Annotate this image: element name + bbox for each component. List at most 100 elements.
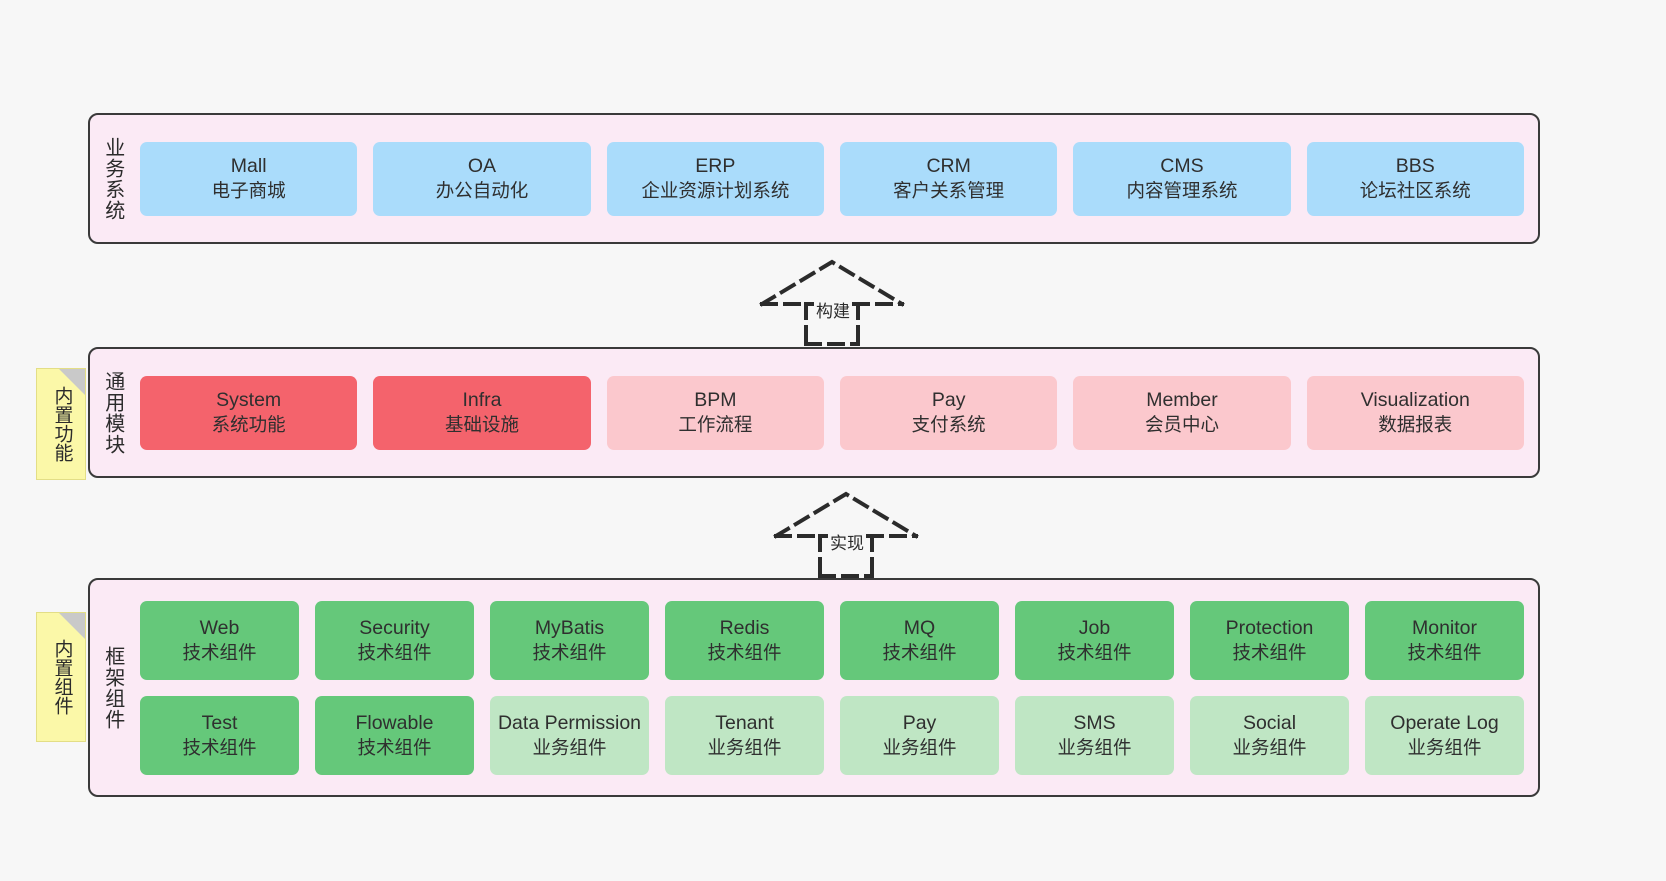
card-redis-desc: 技术组件 — [707, 641, 782, 663]
card-protection-name: Protection — [1225, 616, 1314, 639]
card-pay-component[interactable]: Pay 业务组件 — [840, 695, 999, 775]
card-infra-name: Infra — [462, 389, 502, 412]
card-bbs-desc: 论坛社区系统 — [1359, 180, 1471, 202]
card-oa-name: OA — [467, 155, 497, 178]
card-pay-module[interactable]: Pay 支付系统 — [839, 375, 1058, 450]
framework-row-technical: Web 技术组件 Security 技术组件 MyBatis 技术组件 Redi… — [140, 600, 1524, 680]
connector-implement: 实现 — [758, 488, 938, 578]
card-sms-desc: 业务组件 — [1057, 736, 1132, 758]
card-web-name: Web — [199, 616, 240, 639]
business-system-card-group: Mall 电子商城 OA 办公自动化 ERP 企业资源计划系统 CRM 客户关系… — [134, 115, 1538, 242]
card-member[interactable]: Member 会员中心 — [1073, 375, 1291, 450]
card-mq[interactable]: MQ 技术组件 — [840, 600, 999, 680]
card-operate-log-desc: 业务组件 — [1407, 736, 1482, 758]
card-system-name: System — [216, 389, 282, 412]
card-system-desc: 系统功能 — [211, 414, 286, 436]
card-web-desc: 技术组件 — [182, 641, 257, 663]
general-module-row: System 系统功能 Infra 基础设施 BPM 工作流程 Pay 支付系统… — [140, 375, 1524, 450]
card-erp[interactable]: ERP 企业资源计划系统 — [606, 141, 824, 216]
card-flowable[interactable]: Flowable 技术组件 — [315, 695, 474, 775]
card-tenant-name: Tenant — [715, 711, 774, 734]
card-monitor[interactable]: Monitor 技术组件 — [1365, 600, 1524, 680]
framework-card-group: Web 技术组件 Security 技术组件 MyBatis 技术组件 Redi… — [134, 580, 1538, 795]
card-tenant-desc: 业务组件 — [707, 736, 782, 758]
card-visualization[interactable]: Visualization 数据报表 — [1306, 375, 1524, 450]
card-erp-name: ERP — [695, 155, 736, 178]
card-member-desc: 会员中心 — [1144, 414, 1219, 436]
card-web[interactable]: Web 技术组件 — [140, 600, 299, 680]
card-test-desc: 技术组件 — [182, 736, 257, 758]
card-bpm-name: BPM — [694, 389, 737, 412]
card-crm-name: CRM — [926, 155, 971, 178]
card-sms[interactable]: SMS 业务组件 — [1015, 695, 1174, 775]
card-infra-desc: 基础设施 — [444, 414, 519, 436]
card-system[interactable]: System 系统功能 — [140, 375, 358, 450]
card-pay-module-name: Pay — [931, 389, 966, 412]
card-bpm-desc: 工作流程 — [678, 414, 753, 436]
card-operate-log[interactable]: Operate Log 业务组件 — [1365, 695, 1524, 775]
card-pay-module-desc: 支付系统 — [911, 414, 986, 436]
card-oa[interactable]: OA 办公自动化 — [373, 141, 591, 216]
card-protection[interactable]: Protection 技术组件 — [1190, 600, 1349, 680]
card-security-desc: 技术组件 — [357, 641, 432, 663]
card-social[interactable]: Social 业务组件 — [1190, 695, 1349, 775]
card-erp-desc: 企业资源计划系统 — [641, 180, 790, 202]
card-mall-name: Mall — [230, 155, 267, 178]
layer-general-module: 通用模块 System 系统功能 Infra 基础设施 BPM 工作流程 Pay — [88, 347, 1540, 478]
card-infra[interactable]: Infra 基础设施 — [373, 375, 591, 450]
card-mall[interactable]: Mall 电子商城 — [140, 141, 358, 216]
layer-framework-component: 框架组件 Web 技术组件 Security 技术组件 MyBatis 技术组件… — [88, 578, 1540, 797]
card-cms[interactable]: CMS 内容管理系统 — [1073, 141, 1291, 216]
framework-row-business: Test 技术组件 Flowable 技术组件 Data Permission … — [140, 695, 1524, 775]
card-redis-name: Redis — [719, 616, 770, 639]
card-data-permission[interactable]: Data Permission 业务组件 — [490, 695, 649, 775]
card-operate-log-name: Operate Log — [1390, 711, 1499, 734]
card-crm-desc: 客户关系管理 — [893, 180, 1005, 202]
card-cms-desc: 内容管理系统 — [1126, 180, 1238, 202]
card-visualization-name: Visualization — [1360, 389, 1470, 412]
sticky-note-builtin-function: 内置功能 — [36, 368, 86, 480]
card-test[interactable]: Test 技术组件 — [140, 695, 299, 775]
card-pay-component-desc: 业务组件 — [882, 736, 957, 758]
card-job[interactable]: Job 技术组件 — [1015, 600, 1174, 680]
card-bpm[interactable]: BPM 工作流程 — [606, 375, 824, 450]
sticky-note-builtin-component: 内置组件 — [36, 612, 86, 742]
card-protection-desc: 技术组件 — [1232, 641, 1307, 663]
card-mybatis[interactable]: MyBatis 技术组件 — [490, 600, 649, 680]
business-system-row: Mall 电子商城 OA 办公自动化 ERP 企业资源计划系统 CRM 客户关系… — [140, 141, 1524, 216]
card-mybatis-name: MyBatis — [534, 616, 605, 639]
card-data-permission-desc: 业务组件 — [532, 736, 607, 758]
card-redis[interactable]: Redis 技术组件 — [665, 600, 824, 680]
card-member-name: Member — [1146, 389, 1218, 412]
card-job-desc: 技术组件 — [1057, 641, 1132, 663]
card-monitor-name: Monitor — [1411, 616, 1478, 639]
card-tenant[interactable]: Tenant 业务组件 — [665, 695, 824, 775]
connector-implement-label: 实现 — [828, 529, 866, 554]
card-oa-desc: 办公自动化 — [435, 180, 529, 202]
card-security[interactable]: Security 技术组件 — [315, 600, 474, 680]
card-flowable-desc: 技术组件 — [357, 736, 432, 758]
card-monitor-desc: 技术组件 — [1407, 641, 1482, 663]
layer-business-system: 业务系统 Mall 电子商城 OA 办公自动化 ERP 企业资源计划系统 CRM — [88, 113, 1540, 244]
layer-framework-component-title: 框架组件 — [101, 645, 124, 730]
layer-general-module-title: 通用模块 — [101, 370, 124, 455]
card-social-name: Social — [1242, 711, 1297, 734]
generalization-arrow-icon — [759, 259, 905, 346]
card-crm[interactable]: CRM 客户关系管理 — [839, 141, 1058, 216]
card-pay-component-name: Pay — [902, 711, 937, 734]
card-social-desc: 业务组件 — [1232, 736, 1307, 758]
card-mq-desc: 技术组件 — [882, 641, 957, 663]
card-bbs-name: BBS — [1395, 155, 1435, 178]
card-cms-name: CMS — [1160, 155, 1204, 178]
card-test-name: Test — [201, 711, 238, 734]
card-job-name: Job — [1078, 616, 1111, 639]
card-sms-name: SMS — [1073, 711, 1116, 734]
card-visualization-desc: 数据报表 — [1378, 414, 1453, 436]
card-bbs[interactable]: BBS 论坛社区系统 — [1306, 141, 1524, 216]
connector-build-label: 构建 — [814, 297, 852, 322]
layer-business-system-title: 业务系统 — [101, 136, 124, 221]
card-security-name: Security — [359, 616, 430, 639]
card-mall-desc: 电子商城 — [211, 180, 286, 202]
general-module-card-group: System 系统功能 Infra 基础设施 BPM 工作流程 Pay 支付系统… — [134, 349, 1538, 476]
